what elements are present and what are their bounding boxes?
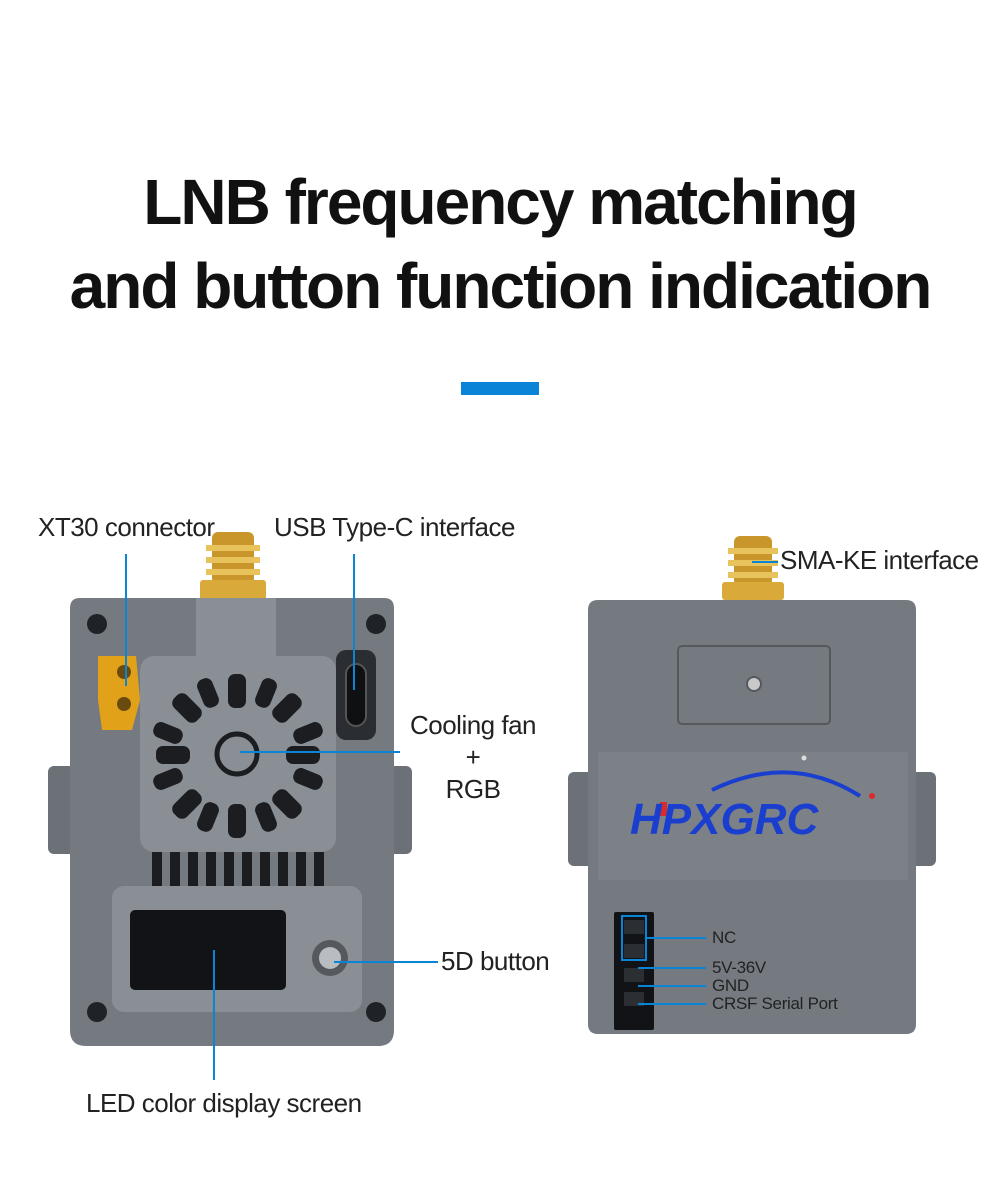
led-display-screen	[130, 910, 286, 990]
rgb-label: RGB	[445, 774, 501, 804]
pin-gnd-label: GND	[712, 976, 749, 995]
back-sma-connector	[722, 536, 784, 600]
5d-button-icon	[312, 940, 348, 976]
xt30-connector-label: XT30 connector	[38, 512, 215, 542]
screw-icon	[366, 1002, 386, 1022]
cooling-fan-label: Cooling fan	[409, 710, 537, 740]
leader-lines	[125, 554, 778, 1080]
5d-button-label: 5D button	[441, 946, 550, 976]
pin-header-socket	[614, 912, 654, 1030]
brand-logo-text: HPXGRC	[630, 795, 819, 844]
brand-logo	[660, 770, 875, 816]
cooling-fan-plus-label: +	[465, 742, 481, 772]
led-display-label: LED color display screen	[86, 1088, 362, 1118]
accent-divider	[461, 382, 539, 395]
usb-c-port-icon	[336, 650, 376, 740]
screw-icon	[366, 614, 386, 634]
pin-nc-label: NC	[712, 928, 736, 947]
usb-c-interface-label: USB Type-C interface	[274, 512, 515, 542]
front-device	[48, 532, 412, 1046]
screw-icon	[87, 614, 107, 634]
headline-line-1: LNB frequency matching	[143, 166, 858, 238]
vent-grille	[152, 852, 324, 886]
cooling-fan-icon	[140, 656, 336, 852]
sma-ke-interface-label: SMA-KE interface	[780, 545, 979, 575]
pin-power-label: 5V-36V	[712, 958, 766, 977]
screw-icon	[87, 1002, 107, 1022]
xt30-connector-icon	[98, 656, 140, 730]
back-device: HPXGRC	[568, 536, 936, 1034]
pin-crsf-label: CRSF Serial Port	[712, 994, 838, 1013]
back-recess	[677, 645, 831, 725]
front-sma-connector	[200, 532, 266, 600]
headline-line-2: and button function indication	[69, 250, 933, 322]
